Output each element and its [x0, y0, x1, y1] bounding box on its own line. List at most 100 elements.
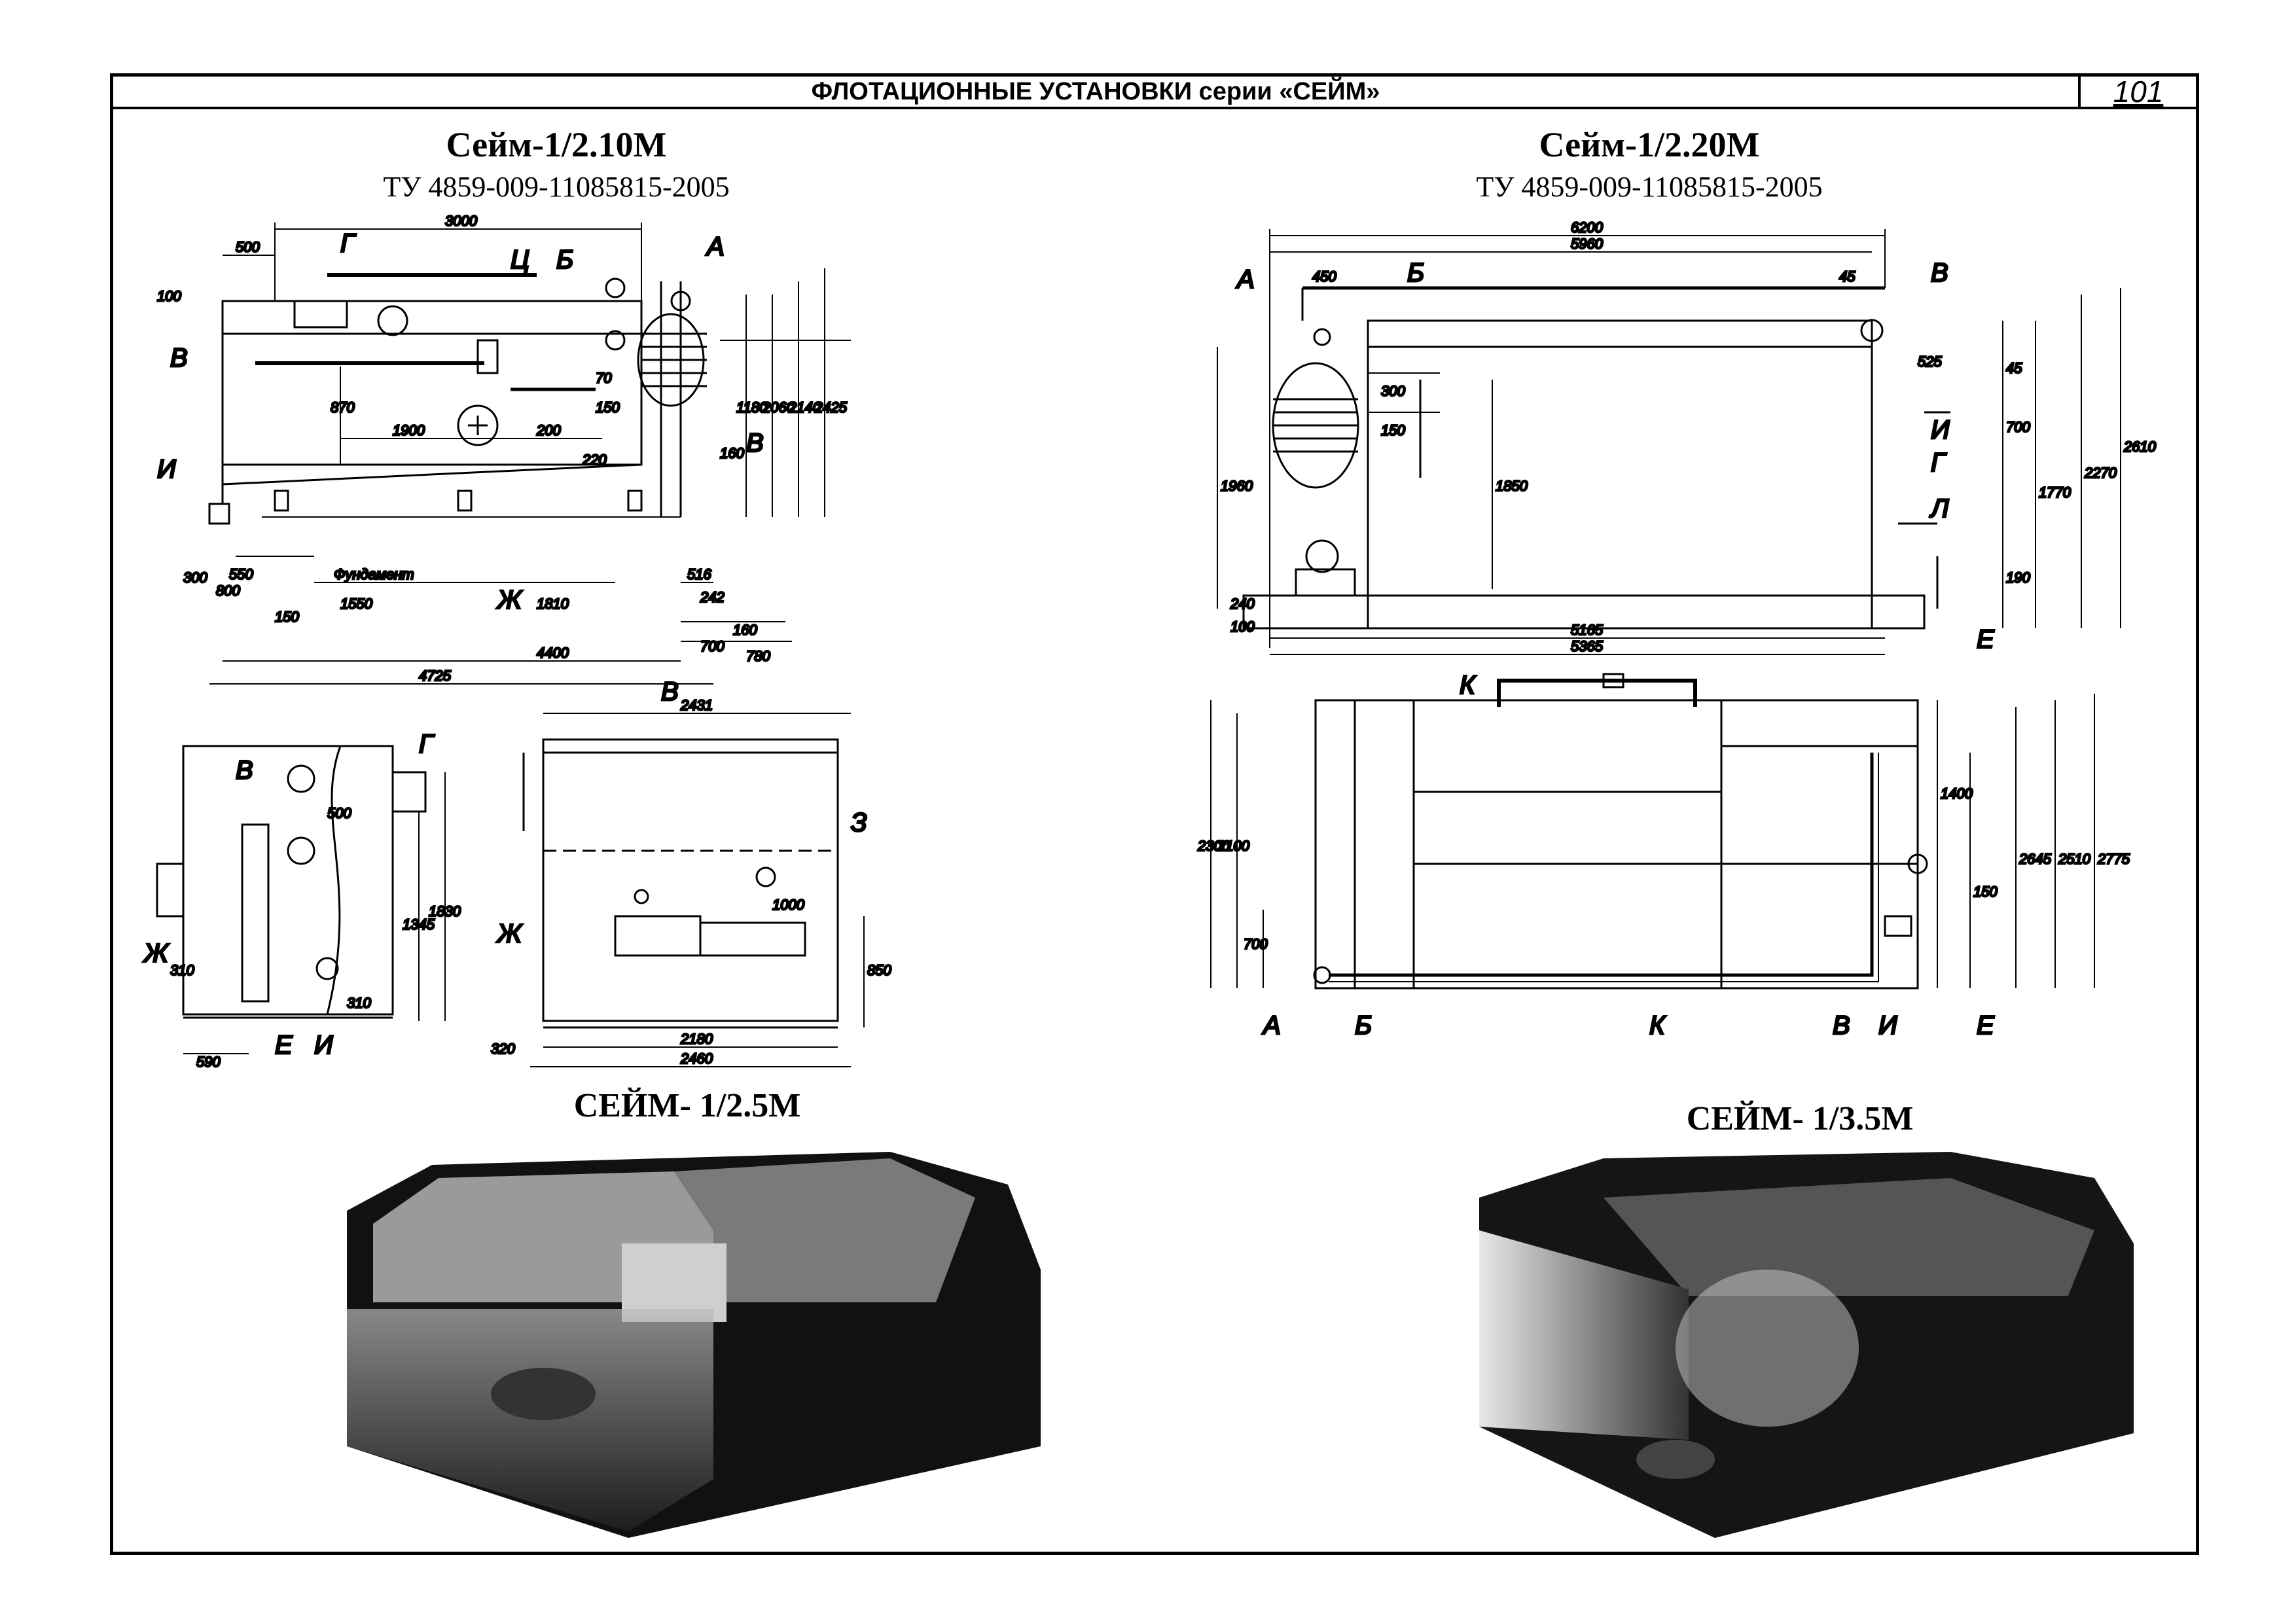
drawing-letter: К	[1649, 1011, 1666, 1040]
dimension-label: 1830	[429, 903, 461, 919]
drawing-letter: И	[1931, 416, 1950, 444]
dimension-label: 2300	[1197, 838, 1230, 854]
dimension-label: 1850	[1496, 478, 1528, 494]
photo-left-unit	[347, 1152, 1041, 1538]
drawing-letter: Г	[1931, 448, 1947, 477]
dimension-label: 200	[536, 422, 561, 438]
dimension-label: 70	[596, 370, 612, 386]
dimension-label: 700	[700, 638, 725, 654]
dimension-label: 1900	[393, 422, 425, 438]
dimension-label: 242	[700, 589, 725, 605]
drawing-letter: Ж	[496, 919, 523, 948]
drawing-letter: В	[1833, 1011, 1850, 1040]
dimension-label: 150	[1973, 883, 1998, 900]
drawing-letter: Б	[1407, 259, 1424, 287]
right-model-spec: ТУ 4859-009-11085815-2005	[1476, 171, 1823, 203]
drawing-letter: Б	[556, 245, 573, 274]
drawing-letter: Г	[340, 229, 357, 258]
dimension-label: 700	[2006, 419, 2030, 435]
dimension-label: 2425	[814, 399, 848, 416]
dimension-label: 2510	[2058, 851, 2091, 867]
dimension-label: 550	[229, 566, 253, 582]
dimension-label: 5165	[1571, 622, 1604, 638]
right-plan-view-drawing: К А Б К В И Е 2300 2100 700 1400 150 264…	[1196, 670, 2132, 1041]
drawing-letter: В	[661, 677, 679, 706]
dimension-label: 2140	[788, 399, 821, 416]
drawing-letter: Ж	[496, 586, 523, 615]
dimension-label: 500	[327, 805, 351, 821]
dimension-label: 150	[275, 609, 299, 625]
drawing-letter: И	[1878, 1011, 1897, 1040]
dimension-label: 2270	[2084, 465, 2117, 481]
dimension-label: 6200	[1571, 219, 1604, 236]
dimension-label: 160	[720, 445, 744, 461]
photo-left-caption: СЕЙМ- 1/2.5М	[573, 1087, 801, 1124]
dimension-label: 100	[1230, 618, 1255, 635]
dimension-label: 310	[347, 995, 371, 1011]
page-frame: ФЛОТАЦИОННЫЕ УСТАНОВКИ серии «СЕЙМ» 101	[110, 73, 2199, 1555]
drawing-letter: Е	[1977, 1011, 1995, 1040]
left-front-view-drawing: В З Ж 2431 1000 850 2180 2460 320	[490, 677, 893, 1068]
drawing-letter: Б	[1355, 1011, 1372, 1040]
dimension-label: 1810	[537, 596, 569, 612]
dimension-label: 1400	[1941, 785, 1973, 802]
left-model-title: Сейм-1/2.10М	[446, 125, 667, 164]
drawing-letter: Г	[419, 730, 435, 758]
dimension-label: 300	[1381, 383, 1405, 399]
dimension-label: 190	[2006, 569, 2030, 586]
dimension-label: 240	[1230, 596, 1255, 612]
drawing-letter: Ц	[511, 245, 529, 274]
left-model-spec: ТУ 4859-009-11085815-2005	[383, 171, 730, 203]
dimension-label: 1345	[403, 916, 435, 933]
dimension-label: 2431	[680, 697, 713, 713]
drawing-letter: В	[236, 756, 253, 785]
dimension-label: 100	[157, 288, 181, 304]
drawing-letter: В	[170, 344, 188, 372]
dimension-label: 780	[746, 648, 770, 664]
dimension-label: 3000	[445, 213, 478, 229]
dimension-label: 150	[1381, 422, 1405, 438]
drawing-letter: З	[851, 808, 867, 837]
dimension-label: 2645	[2018, 851, 2052, 867]
dimension-label: 800	[216, 582, 240, 599]
dimension-label: 700	[1244, 936, 1268, 952]
dimension-label: 525	[1918, 353, 1942, 370]
dimension-label: 870	[331, 399, 355, 416]
drawing-letter: А	[706, 232, 725, 261]
dimension-label: 516	[687, 566, 711, 582]
dimension-label: 5365	[1571, 638, 1604, 654]
drawing-letter: Е	[1977, 625, 1995, 654]
dimension-label: 160	[733, 622, 757, 638]
dimension-label: 1960	[1221, 478, 1253, 494]
dimension-label: 2100	[1217, 838, 1250, 854]
drawing-letter: Ж	[143, 939, 170, 968]
dimension-label: 45	[2006, 360, 2022, 376]
dimension-label: 2060	[762, 399, 795, 416]
drawing-letter: Е	[275, 1031, 293, 1060]
dimension-label: 4400	[537, 645, 569, 661]
dimension-label: 300	[183, 569, 207, 586]
dimension-label: 1550	[340, 596, 373, 612]
photo-right-caption: СЕЙМ- 1/3.5М	[1686, 1100, 1914, 1137]
dimension-label: 310	[170, 962, 194, 978]
dimension-label: 1180	[736, 399, 768, 416]
dimension-label: 450	[1312, 268, 1336, 285]
dimension-label: 320	[491, 1041, 515, 1057]
dimension-label: 4725	[419, 668, 452, 684]
dimension-label: 590	[196, 1054, 221, 1070]
dimension-label: Фундамент	[334, 566, 414, 582]
right-model-title: Сейм-1/2.20М	[1539, 125, 1760, 164]
drawing-letter: К	[1460, 671, 1477, 700]
page-number: 101	[2078, 77, 2196, 107]
dimension-label: 2180	[680, 1031, 713, 1047]
dimension-label: 45	[1839, 268, 1856, 285]
dimension-label: 5960	[1571, 236, 1604, 252]
drawing-letter: А	[1236, 265, 1255, 294]
drawing-letter: А	[1262, 1011, 1281, 1040]
dimension-label: 2460	[680, 1050, 713, 1067]
dimension-label: 1770	[2039, 484, 2072, 501]
dimension-label: 150	[596, 399, 620, 416]
dimension-label: 2610	[2123, 438, 2157, 455]
dimension-label: 1000	[772, 897, 805, 913]
page-header: ФЛОТАЦИОННЫЕ УСТАНОВКИ серии «СЕЙМ» 101	[113, 77, 2196, 109]
